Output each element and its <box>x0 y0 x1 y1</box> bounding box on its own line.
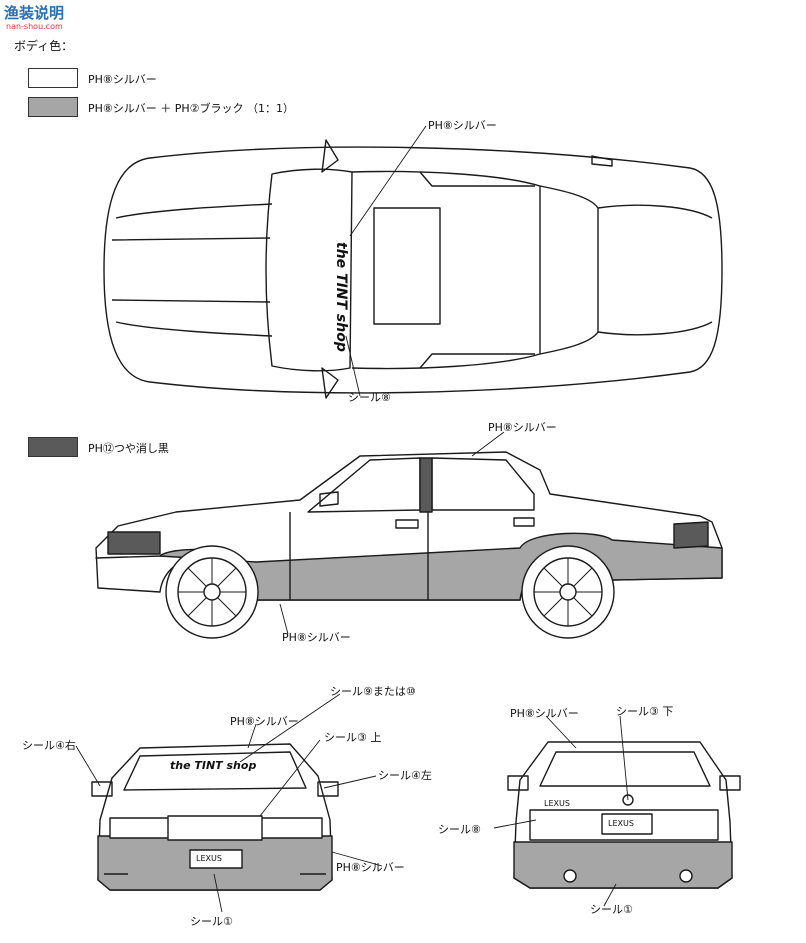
front-silver-label: PH⑧シルバー <box>230 715 299 728</box>
front-seal4-left-label: シール④左 <box>378 769 432 782</box>
top-silver-label: PH⑧シルバー <box>428 119 497 132</box>
rear-view-car <box>507 741 741 889</box>
front-seal3-up-label: シール③ 上 <box>324 731 382 744</box>
rear-silver-label: PH⑧シルバー <box>510 707 579 720</box>
watermark-url: nan-shou.com <box>6 22 63 31</box>
front-plate: LEXUS <box>196 854 222 863</box>
rear-seal1-label: シール① <box>590 903 633 916</box>
top-seal8-label: シール⑧ <box>348 391 391 404</box>
rear-plate: LEXUS <box>608 819 634 828</box>
rear-seal3-down-label: シール③ 下 <box>616 705 674 718</box>
top-view-tint-decal: the TINT shop <box>333 242 349 352</box>
side-silver-bottom-label: PH⑧シルバー <box>282 631 351 644</box>
legend-swatch-silver-black <box>28 97 78 117</box>
front-seal1-label: シール① <box>190 915 233 928</box>
leader-lines <box>75 125 629 913</box>
watermark-title: 渔装说明 <box>4 4 65 22</box>
legend-label-matte-black: PH⑫つや消し黒 <box>88 442 169 455</box>
side-silver-top-label: PH⑧シルバー <box>488 421 557 434</box>
side-view-car <box>95 451 723 639</box>
front-view-tint-decal: the TINT shop <box>170 759 257 772</box>
body-color-heading: ボディ色： <box>14 39 74 53</box>
legend-swatch-matte-black <box>28 437 78 457</box>
top-view-car <box>103 139 723 399</box>
front-seal4-right-label: シール④右 <box>22 739 76 752</box>
front-seal9-10-label: シール⑨または⑩ <box>330 685 416 698</box>
legend-swatch-silver <box>28 68 78 88</box>
legend-label-silver: PH⑧シルバー <box>88 73 157 86</box>
rear-seal8-label: シール⑧ <box>438 823 481 836</box>
legend-label-silver-black: PH⑧シルバー ＋ PH②ブラック （1：1） <box>88 102 295 115</box>
front-silver-bumper-label: PH⑧シルバー <box>336 861 405 874</box>
rear-badge: LEXUS <box>544 799 570 808</box>
front-view-car <box>91 743 339 891</box>
